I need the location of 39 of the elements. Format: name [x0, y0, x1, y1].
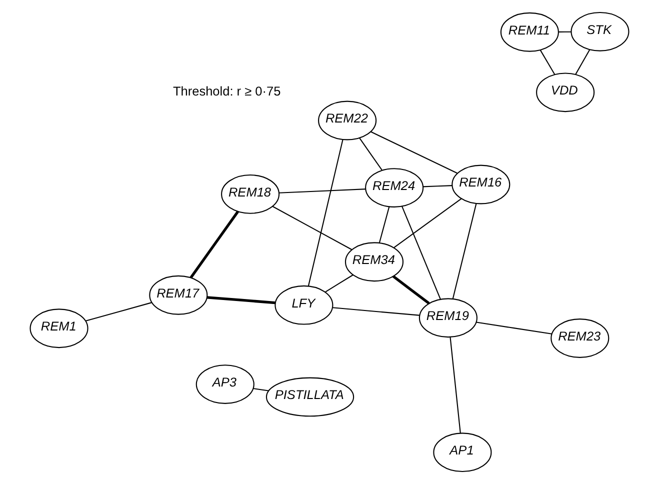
- node-ellipse: AP3: [195, 364, 254, 404]
- connector: [558, 31, 571, 32]
- node-ellipse: REM22: [318, 100, 376, 140]
- node-ellipse: LFY: [274, 285, 333, 325]
- connector: [332, 307, 419, 316]
- connector: [278, 188, 366, 194]
- connector: [401, 206, 440, 300]
- node-ellipse: REM18: [220, 174, 280, 214]
- connector: [189, 210, 238, 278]
- connector: [452, 203, 476, 299]
- connector: [85, 302, 152, 322]
- node-ellipse: REM19: [418, 298, 477, 338]
- connector: [539, 50, 555, 75]
- connector: [358, 138, 382, 170]
- connector: [307, 139, 343, 286]
- label: Threshold: r ≥ 0·75: [172, 84, 280, 99]
- node-ellipse: REM24: [364, 168, 424, 208]
- connector: [449, 337, 460, 434]
- node-ellipse: REM1: [29, 308, 88, 348]
- node-ellipse: STK: [570, 12, 629, 52]
- node-ellipse: AP1: [432, 432, 492, 472]
- node-ellipse: PISTILLATA: [265, 377, 354, 417]
- connector: [393, 198, 462, 248]
- connector: [324, 274, 353, 292]
- connector: [422, 185, 452, 188]
- node-ellipse: REM16: [451, 164, 510, 204]
- node-ellipse: REM17: [148, 275, 208, 315]
- connector: [252, 388, 268, 392]
- connector: [392, 275, 430, 304]
- node-ellipse: REM34: [344, 242, 404, 282]
- node-ellipse: REM11: [500, 12, 558, 52]
- connector: [476, 322, 552, 334]
- node-ellipse: REM23: [550, 318, 609, 358]
- connector: [574, 50, 590, 74]
- connector: [272, 206, 352, 250]
- connector: [206, 296, 275, 304]
- node-ellipse: VDD: [536, 72, 594, 112]
- connector: [378, 206, 390, 243]
- connector: [370, 131, 457, 174]
